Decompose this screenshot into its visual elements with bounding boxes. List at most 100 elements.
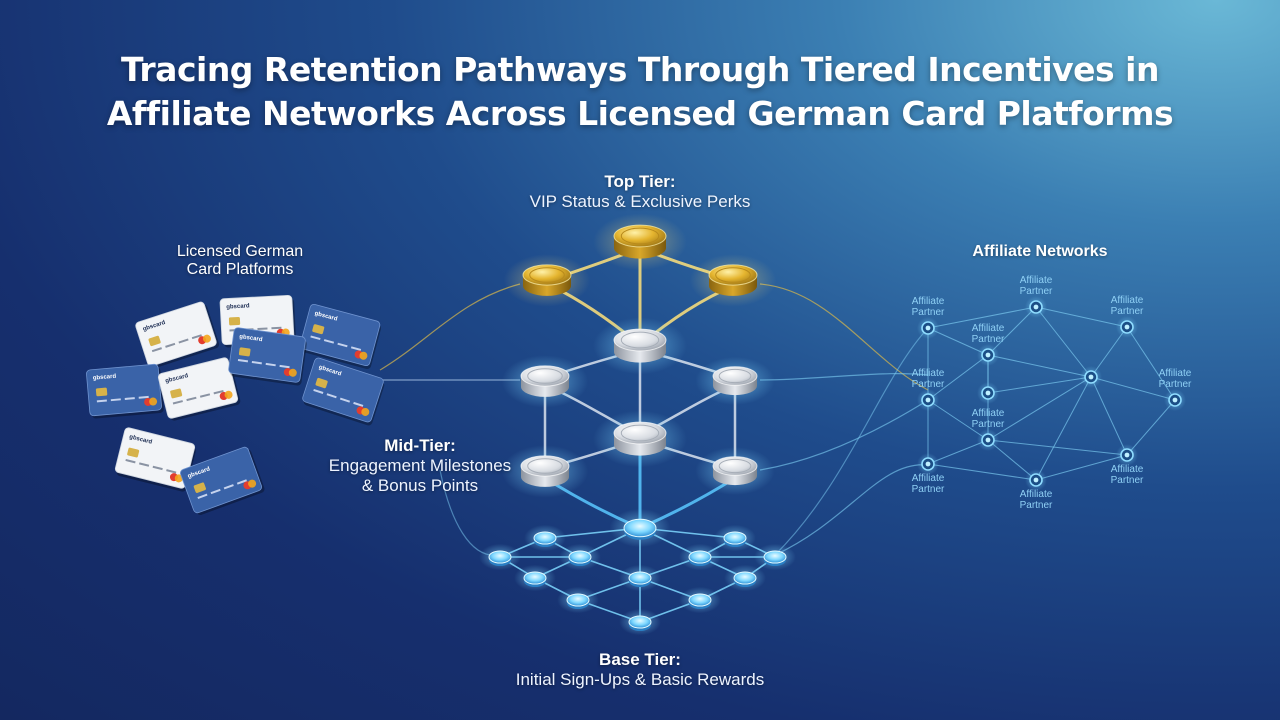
base-tier-node — [724, 564, 766, 592]
affiliate-node-label: Affiliate — [1020, 275, 1053, 286]
credit-card: gbscard — [180, 446, 265, 515]
affiliate-link — [1035, 306, 1128, 328]
affiliate-link — [927, 399, 989, 441]
card-brand-label: gbscard — [314, 311, 338, 323]
card-platforms-label: Licensed German Card Platforms — [130, 243, 350, 279]
gold-coin-left — [503, 254, 591, 307]
affiliate-node-label: Affiliate — [972, 323, 1005, 334]
base-tier-node — [559, 543, 601, 571]
credit-card: gbscard — [299, 303, 381, 370]
base-tier-network — [479, 508, 796, 636]
base-tier-node — [514, 564, 556, 592]
base-tier-node — [619, 608, 661, 636]
affiliate-link — [927, 354, 989, 401]
top-tier-subtitle: VIP Status & Exclusive Perks — [529, 192, 751, 211]
credit-card: gbscard — [157, 357, 241, 421]
mid-tier-subtitle-1: Engagement Milestones — [328, 456, 512, 475]
affiliate-link — [987, 439, 1128, 456]
affiliate-link — [1126, 399, 1176, 456]
card-stack: gbscard gbscard gbscard gbscard gbscard gbsca… — [86, 294, 385, 515]
card-brand-label: gbscard — [226, 303, 250, 310]
card-platforms-line-2: Card Platforms — [186, 261, 294, 278]
mid-tier-subtitle-2: & Bonus Points — [361, 476, 479, 495]
base-tier-node — [679, 586, 721, 614]
affiliate-node-label: Affiliate — [1111, 295, 1144, 306]
affiliate-node-label: Partner — [972, 419, 1005, 430]
affiliate-link — [1126, 326, 1176, 401]
connector-net-gold — [759, 283, 929, 391]
base-tier-subtitle: Initial Sign-Ups & Basic Rewards — [515, 670, 765, 689]
mid-tier-heading: Mid-Tier: — [384, 436, 456, 455]
affiliate-link — [927, 306, 1037, 329]
affiliate-link — [987, 306, 1037, 356]
silver-coin-right-2 — [695, 446, 775, 495]
affiliate-node-label: Partner — [912, 307, 945, 318]
base-tier-node — [524, 524, 566, 552]
card-platforms-line-1: Licensed German — [176, 243, 304, 260]
affiliate-link — [1090, 376, 1128, 456]
mid-tier-label: Mid-Tier: Engagement Milestones & Bonus … — [300, 436, 540, 496]
title-line-1: Tracing Retention Pathways Through Tiere… — [121, 50, 1159, 89]
credit-card: gbscard — [114, 427, 196, 492]
silver-coin-middle — [593, 410, 687, 468]
connector-net-silver-1 — [759, 373, 929, 381]
affiliate-node-label: Partner — [912, 379, 945, 390]
gold-coin-top — [593, 213, 687, 271]
base-tier-node — [557, 586, 599, 614]
affiliate-link — [987, 376, 1092, 441]
affiliate-node-label: Partner — [1020, 286, 1053, 297]
connector-net-base-1 — [774, 464, 929, 556]
silver-coin-left-1 — [501, 355, 589, 408]
credit-card: gbscard — [228, 327, 307, 386]
base-tier-node — [679, 543, 721, 571]
affiliate-networks-heading: Affiliate Networks — [972, 243, 1108, 260]
connector-net-silver-2 — [759, 399, 929, 471]
affiliate-link — [1035, 376, 1092, 481]
base-tier-label: Base Tier: Initial Sign-Ups & Basic Rewa… — [460, 650, 820, 690]
base-tier-heading: Base Tier: — [599, 650, 681, 669]
top-tier-heading: Top Tier: — [604, 172, 676, 191]
title-line-2: Affiliate Networks Across Licensed Germa… — [106, 94, 1174, 133]
card-brand-label: gbscard — [93, 374, 117, 382]
affiliate-node-label: Affiliate — [912, 473, 945, 484]
affiliate-link — [987, 354, 1092, 378]
top-tier-label: Top Tier: VIP Status & Exclusive Perks — [480, 172, 800, 212]
affiliate-networks-label: Affiliate Networks — [920, 243, 1160, 261]
card-brand-label: gbscard — [239, 334, 263, 343]
credit-card: gbscard — [302, 357, 385, 426]
affiliate-link — [987, 376, 1092, 394]
mid-tier-coins — [501, 317, 775, 498]
connector-cards-gold — [379, 283, 521, 371]
card-brand-label: gbscard — [165, 373, 189, 385]
card-brand-label: gbscard — [129, 434, 153, 446]
affiliate-link — [927, 463, 1037, 481]
connector-net-base-2 — [774, 327, 929, 556]
silver-coin-left-2 — [501, 445, 589, 498]
affiliate-node-label: Affiliate — [1111, 464, 1144, 475]
credit-card: gbscard — [135, 301, 220, 369]
affiliate-partner-node — [977, 382, 999, 404]
gold-coin-right — [689, 254, 777, 307]
base-tier-node — [714, 524, 756, 552]
affiliate-link — [1035, 454, 1128, 481]
affiliate-node-label: Affiliate — [972, 408, 1005, 419]
silver-coin-right-1 — [695, 356, 775, 405]
page-title: Tracing Retention Pathways Through Tiere… — [0, 48, 1280, 136]
affiliate-node-label: Partner — [1111, 475, 1144, 486]
affiliate-node-label: Partner — [1020, 500, 1053, 511]
silver-coin-upper — [593, 317, 687, 375]
connector-lines — [379, 283, 929, 556]
top-tier-coins — [503, 213, 777, 307]
base-tier-node — [619, 564, 661, 592]
base-tier-node — [479, 543, 521, 571]
